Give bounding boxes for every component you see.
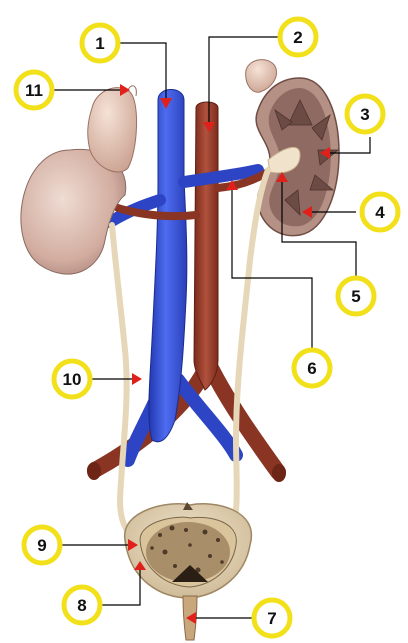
callout-11[interactable]: 11 [16, 72, 52, 108]
callout-3-label: 3 [360, 105, 369, 124]
callout-9-label: 9 [37, 536, 46, 555]
urinary-bladder [125, 502, 252, 598]
marker-10 [132, 373, 142, 385]
callout-6[interactable]: 6 [294, 350, 330, 386]
callout-10-label: 10 [63, 370, 82, 389]
callout-5[interactable]: 5 [338, 278, 374, 314]
callout-7[interactable]: 7 [254, 600, 290, 636]
callout-8-label: 8 [77, 596, 86, 615]
callout-2-label: 2 [293, 28, 302, 47]
callout-4[interactable]: 4 [362, 194, 398, 230]
aorta [194, 102, 218, 390]
callout-1-label: 1 [95, 34, 104, 53]
callout-5-label: 5 [351, 287, 360, 306]
callout-7-label: 7 [267, 609, 276, 628]
callout-11-label: 11 [25, 81, 43, 100]
left-ureter [112, 225, 135, 540]
right-ureter [230, 170, 268, 540]
callout-9[interactable]: 9 [24, 527, 60, 563]
callout-2[interactable]: 2 [280, 19, 316, 55]
callout-10[interactable]: 10 [54, 361, 90, 397]
callout-3[interactable]: 3 [347, 96, 383, 132]
left-adrenal-gland [88, 88, 137, 172]
callout-6-label: 6 [307, 359, 316, 378]
callout-4-label: 4 [375, 203, 385, 222]
callout-8[interactable]: 8 [64, 587, 100, 623]
callout-1[interactable]: 1 [82, 25, 118, 61]
